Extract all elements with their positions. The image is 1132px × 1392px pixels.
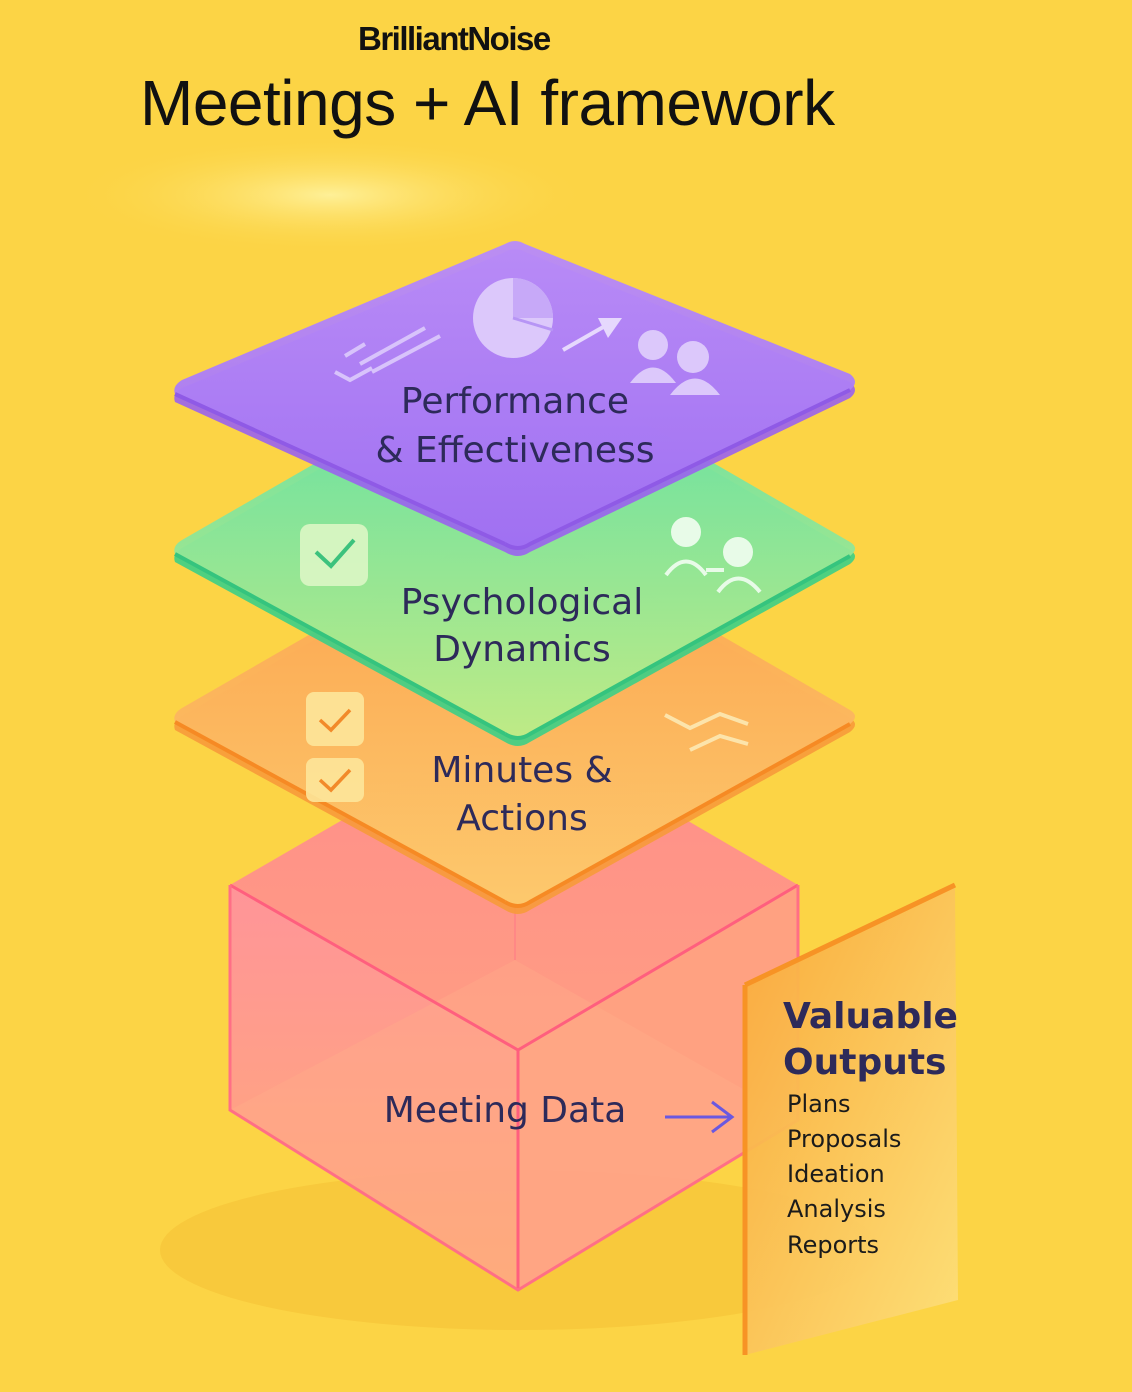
meeting-data-label: Meeting Data (384, 1090, 627, 1131)
psychological-dynamics-line1: Psychological (401, 582, 644, 623)
people-connection-icon (664, 517, 762, 594)
minutes-actions-line1: Minutes & (431, 750, 612, 791)
background-glow (70, 135, 590, 255)
outputs-item: Ideation (787, 1160, 885, 1188)
brand-logo: BrilliantNoise (358, 20, 551, 57)
psychological-dynamics-line2: Dynamics (433, 629, 611, 670)
arrow-icon (665, 1100, 735, 1134)
valuable-outputs-panel (742, 882, 958, 1355)
outputs-heading-line1: Valuable (783, 996, 958, 1037)
document-lines-icon (334, 326, 441, 383)
performance-effectiveness-line1: Performance (401, 381, 629, 422)
outputs-item: Analysis (787, 1195, 886, 1223)
minutes-actions-line2: Actions (456, 798, 588, 839)
outputs-item: Plans (787, 1090, 851, 1118)
trend-arrow-icon (562, 318, 622, 352)
check-icon (306, 758, 364, 802)
check-icon (306, 692, 364, 746)
outputs-item: Reports (787, 1231, 879, 1259)
checkbox-icon (300, 524, 368, 586)
pie-chart-icon (473, 278, 554, 358)
performance-effectiveness-layer (174, 241, 856, 556)
outputs-item: Proposals (787, 1125, 901, 1153)
performance-effectiveness-line2: & Effectiveness (375, 430, 654, 471)
outputs-heading-line2: Outputs (783, 1042, 946, 1083)
flow-lines-icon (664, 711, 749, 752)
page-title: Meetings + AI framework (140, 67, 835, 139)
people-icon (630, 330, 720, 395)
